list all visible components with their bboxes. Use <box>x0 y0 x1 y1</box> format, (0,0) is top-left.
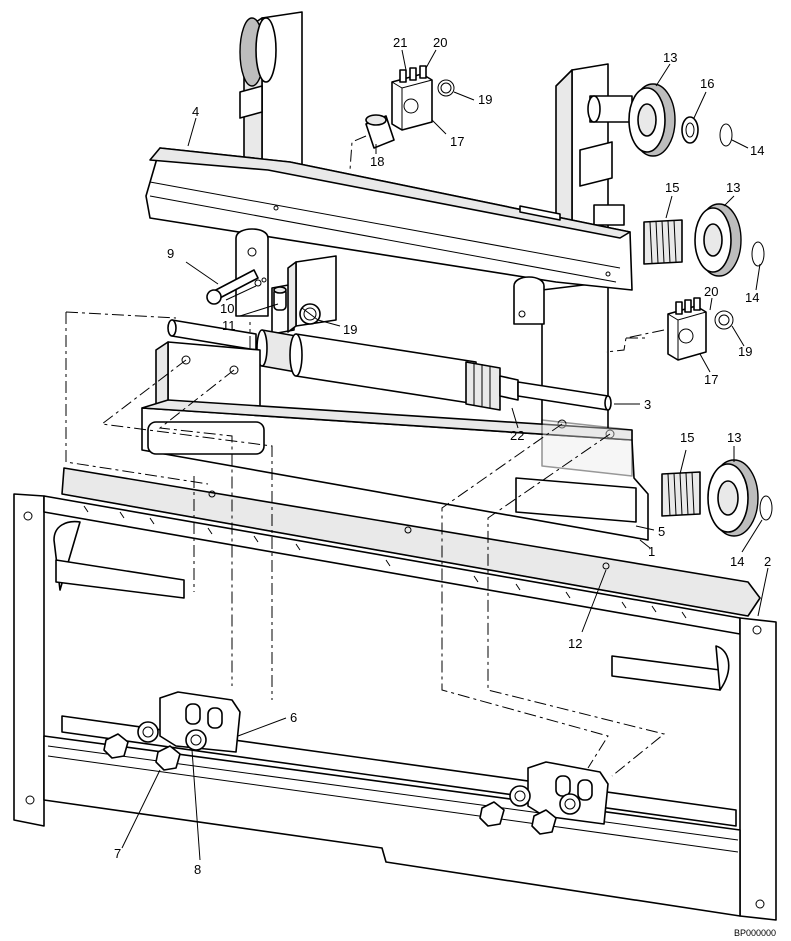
callout-14-top: 14 <box>750 143 764 158</box>
right-hook-block <box>479 761 609 835</box>
callout-18: 18 <box>370 154 384 169</box>
callout-14-mid: 14 <box>745 290 759 305</box>
callout-11: 11 <box>222 318 236 333</box>
callout-19-top: 19 <box>478 92 492 107</box>
assembly-centerlines <box>65 311 666 777</box>
callout-12: 12 <box>568 636 582 651</box>
callout-8: 8 <box>194 862 201 877</box>
pin-9 <box>206 269 259 305</box>
bushing-11 <box>273 286 287 311</box>
callout-22: 22 <box>510 428 524 443</box>
callout-16: 16 <box>700 76 714 91</box>
callout-13-top: 13 <box>663 50 677 65</box>
clip-10 <box>254 277 267 287</box>
left-upright <box>239 11 303 187</box>
top-clamp-block <box>349 65 455 171</box>
callout-4: 4 <box>192 104 199 119</box>
lower-roller-assembly <box>661 459 773 537</box>
callout-6: 6 <box>290 710 297 725</box>
callout-17-right: 17 <box>704 372 718 387</box>
callout-13-low: 13 <box>727 430 741 445</box>
side-shift-cylinder <box>167 319 612 411</box>
callout-13-mid: 13 <box>726 180 740 195</box>
callout-2: 2 <box>764 554 771 569</box>
top-roller-assembly <box>587 83 733 157</box>
leader-lines <box>121 49 769 861</box>
callout-14-low: 14 <box>730 554 744 569</box>
callout-19-mid: 19 <box>343 322 357 337</box>
callout-17-top: 17 <box>450 134 464 149</box>
carriage-body <box>141 341 649 541</box>
right-clamp-block <box>605 297 734 361</box>
callout-20-top: 20 <box>433 35 447 50</box>
callout-5: 5 <box>658 524 665 539</box>
top-crossbar <box>145 147 633 291</box>
left-hook-block <box>103 691 241 771</box>
callout-20-right: 20 <box>704 284 718 299</box>
callout-15-mid: 15 <box>665 180 679 195</box>
right-hanger <box>513 276 545 325</box>
drawing-code: BP000000 <box>734 928 776 938</box>
middle-roller-assembly <box>593 203 765 277</box>
callout-7: 7 <box>114 846 121 861</box>
callout-labels: 4 21 20 19 17 18 13 16 14 15 13 14 9 10 … <box>114 35 771 877</box>
callout-15-low: 15 <box>680 430 694 445</box>
callout-3: 3 <box>644 397 651 412</box>
callout-9: 9 <box>167 246 174 261</box>
callout-10: 10 <box>220 301 234 316</box>
callout-19-right: 19 <box>738 344 752 359</box>
ring-19-mid <box>299 303 321 325</box>
callout-21: 21 <box>393 35 407 50</box>
callout-1: 1 <box>648 544 655 559</box>
